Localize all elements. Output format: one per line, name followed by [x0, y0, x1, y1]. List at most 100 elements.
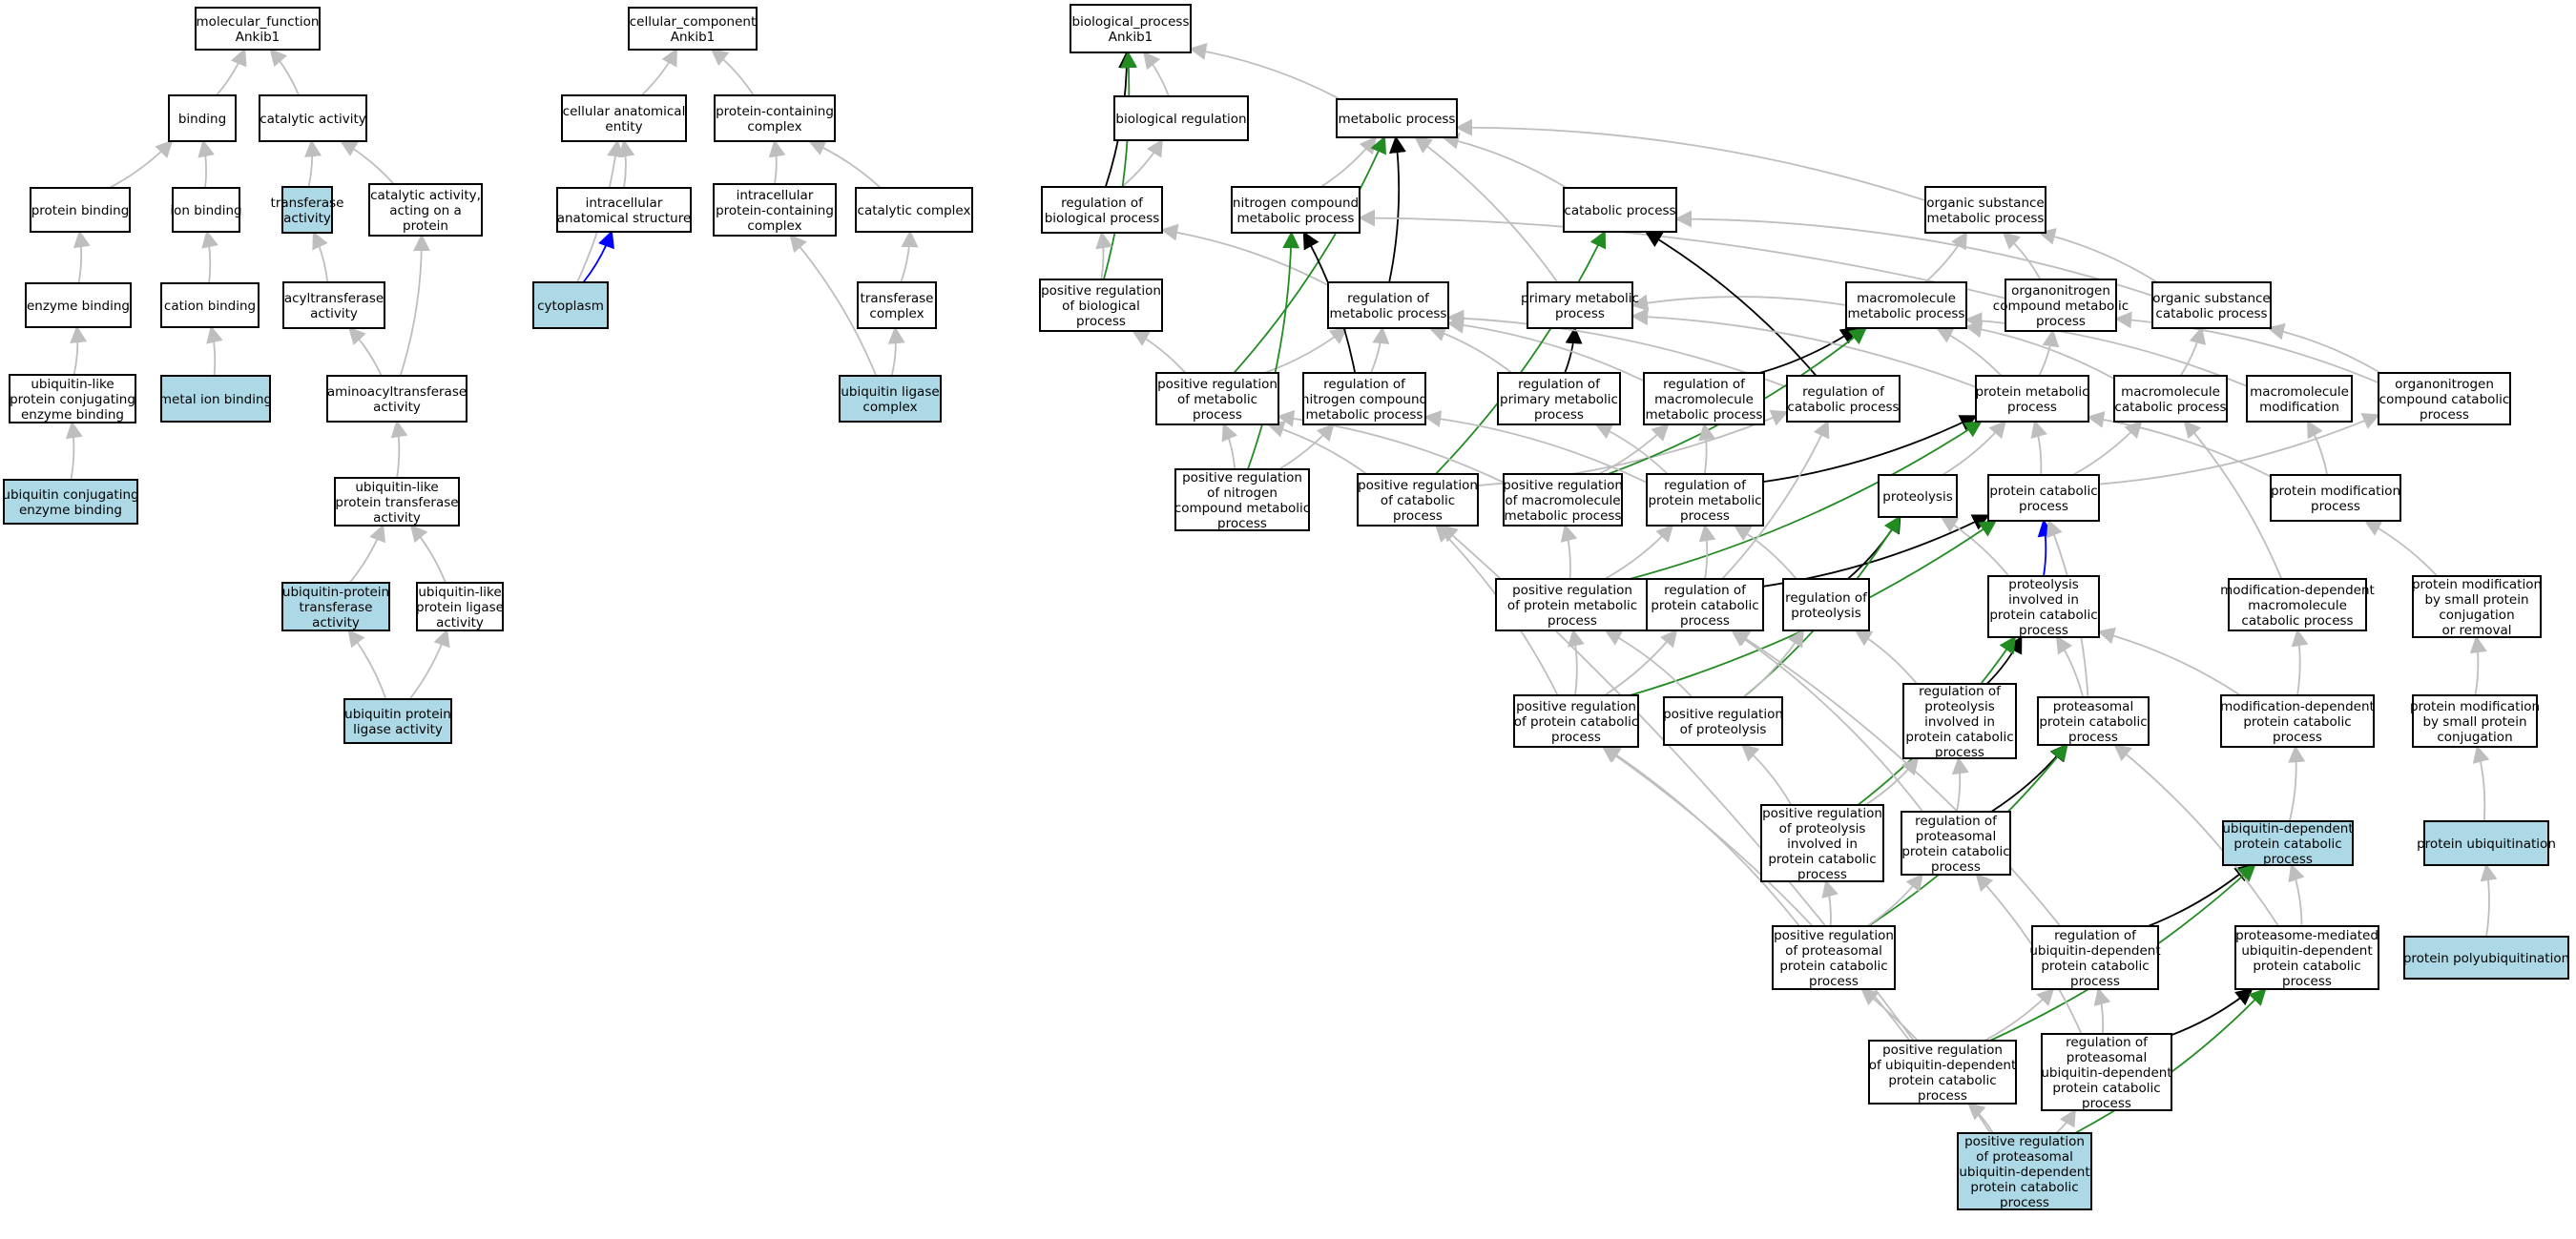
node-label-line: catabolic process [2114, 400, 2226, 415]
node-box [2220, 694, 2375, 748]
node-label-line: of catabolic [1381, 493, 1455, 508]
go-term-cytoplasm[interactable]: cytoplasm [532, 281, 609, 329]
node-label-line: metabolic process [1237, 211, 1355, 226]
go-term-bioreg[interactable]: biological regulation [1113, 95, 1249, 141]
node-label-line: protein catabolic [1989, 484, 2097, 499]
go-term-metalion[interactable]: metal ion binding [159, 375, 272, 423]
go-term-enzbind[interactable]: enzyme binding [25, 282, 132, 328]
node-label-line: process [2007, 400, 2057, 415]
go-term-protpolyub[interactable]: protein polyubiquitination [2403, 936, 2569, 980]
node-box [1527, 281, 1633, 329]
go-term-ionbind[interactable]: ion binding [170, 187, 242, 233]
go-term-catab[interactable]: catabolic process [1563, 187, 1677, 233]
node-box [628, 7, 758, 51]
go-term-metab[interactable]: metabolic process [1336, 98, 1458, 138]
go-term-protbind[interactable]: protein binding [30, 187, 131, 233]
go-term-cationbind[interactable]: cation binding [160, 282, 260, 328]
edge-regulates-regproteoinv-to-proteoinv [1985, 635, 2023, 685]
go-term-catcompl[interactable]: catalytic complex [855, 187, 973, 233]
node-label-line: protein metabolic [1975, 384, 2088, 400]
node-box [1957, 1132, 2092, 1210]
go-term-catact[interactable]: catalytic activity [259, 94, 367, 142]
node-label-line: modification-dependent [2220, 583, 2375, 598]
go-term-protubiq[interactable]: protein ubiquitination [2417, 820, 2556, 866]
edge-is-a-orgnitro-to-nitro [1358, 209, 2006, 299]
go-term-binding[interactable]: binding [168, 94, 237, 142]
node-label-line: metabolic process [1848, 306, 1965, 321]
node-label-line: metabolic process [1330, 306, 1447, 321]
node-label: protein ubiquitination [2417, 836, 2556, 852]
node-label-line: positive regulation [1503, 478, 1623, 493]
edge-positively-regulates-posregprotmet-to-protmet [1630, 421, 1983, 580]
node-label-line: modification-dependent [2220, 699, 2375, 714]
node-label-line: protein-containing [716, 104, 834, 119]
go-term-proteolysis[interactable]: proteolysis [1878, 474, 1958, 518]
node-label-line: protein modification [2412, 577, 2542, 592]
